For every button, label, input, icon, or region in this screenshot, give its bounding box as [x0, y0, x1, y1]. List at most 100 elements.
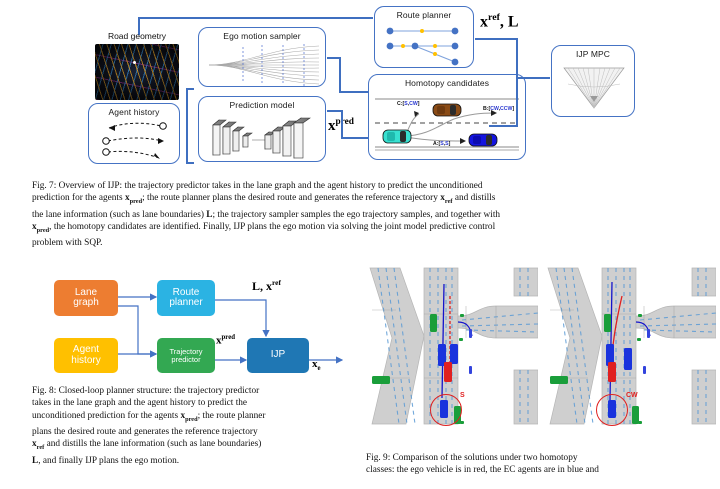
connector-left-bracket-bottom [186, 162, 194, 164]
fig8-caption-line-4: plans the desired route and generates th… [32, 427, 258, 438]
connector-rightbracket-from-planner [475, 38, 517, 40]
fig8-box-route-planner: Route planner [157, 280, 215, 316]
figure-7-caption: Fig. 7: Overview of IJP: the trajectory … [32, 180, 689, 250]
fig8-l-xref-base: L, x [252, 279, 273, 293]
homotopy-label-b-v2: CCW [500, 106, 513, 112]
figure-8-diagram: Lane graph Route planner Agent history T… [30, 268, 360, 373]
route-planner-label: Route planner [396, 10, 452, 20]
fig8-caption-line-3: unconditioned prediction for the agents … [32, 410, 359, 426]
l-label: , L [499, 13, 519, 31]
homotopy-label-a-v2: S [445, 141, 449, 147]
homotopy-label-a-sep: , [443, 141, 446, 147]
fig9-caption-line-2: classes: the ego vehicle is in red, the … [366, 465, 599, 476]
fig9-left-highlight-circle [430, 394, 462, 426]
figure-7-diagram: Road geometry Agent history Ego motion s… [0, 0, 720, 175]
fig9-left-scene: S [366, 266, 539, 426]
fig8-box-lane-graph: Lane graph [54, 280, 118, 316]
connector-pred-to-homotopy-v [341, 110, 343, 138]
homotopy-label-b-sep: , [498, 106, 501, 112]
fig8-caption-line-6: L, and finally IJP plans the ego motion. [32, 455, 359, 467]
x-pred-base: x [328, 118, 336, 134]
fig8-route-planner-line1: Route [172, 286, 200, 298]
ego-motion-sampler-label: Ego motion sampler [223, 31, 301, 41]
figure-8-arrows [118, 293, 344, 364]
fig8-route-planner-line2: planner [169, 297, 203, 308]
fig7-cap-l3c: ; the trajectory sampler samples the ego… [212, 209, 501, 220]
route-planner-graph-icon [386, 27, 459, 66]
fig7-caption-line-5: problem with SQP. [32, 238, 103, 249]
connector-homotopy-in [341, 137, 368, 139]
homotopy-label-c-v1: S [404, 101, 408, 107]
fig8-caption-line-1: Fig. 8: Closed-loop planner structure: t… [32, 386, 260, 396]
ego-motion-sampler-fan-icon [208, 44, 320, 86]
fig8-traj-pred-line1: Trajectory [169, 346, 203, 356]
fig8-cap-l3a: unconditioned prediction for the agents [32, 410, 181, 421]
fig7-caption-line-2: prediction for the agents xpred; the rou… [32, 192, 689, 208]
fig8-x-e-base: x [312, 358, 318, 370]
connector-rightbracket-from-homotopy [489, 125, 518, 127]
fig7-cap-l2a: prediction for the agents [32, 193, 125, 204]
fig8-l-xref-sup: ref [272, 278, 281, 287]
homotopy-label-a: A:[S,S] [433, 141, 450, 147]
fig8-cap-l6a: L [32, 455, 39, 466]
fig8-box-trajectory-predictor: Trajectory predictor [157, 338, 215, 373]
connector-top-left-vertical [138, 17, 140, 35]
x-ref-base: x [480, 13, 488, 31]
homotopy-label-b-prefix: B:[ [483, 106, 491, 112]
figure-8-caption: Fig. 8: Closed-loop planner structure: t… [32, 385, 359, 467]
fig7-cap-l2b: x [124, 193, 130, 204]
fig7-cap-l3b: L [206, 209, 213, 220]
homotopy-label-a-prefix: A:[ [433, 141, 441, 147]
connector-left-bracket-top [186, 88, 194, 90]
fig8-x-e-sub: e [317, 365, 321, 373]
fig8-cap-l5b: ref [36, 444, 45, 452]
fig8-ijp-label: IJP [270, 349, 286, 361]
fig7-cap-l4a: x [32, 222, 37, 233]
connector-pred-to-homotopy-h [327, 110, 343, 112]
fig9-left-scene-map [369, 267, 539, 425]
x-ref-l-label: xref, L [480, 12, 519, 31]
homotopy-label-b-suffix: ] [512, 106, 515, 112]
prediction-model-box: Prediction model [198, 96, 326, 162]
fig8-caption-line-2: takes in the lane graph and the agent hi… [32, 398, 248, 409]
ijp-mpc-box: IJP MPC [551, 45, 635, 117]
homotopy-label-c-suffix: ] [417, 101, 420, 107]
homotopy-label-b: B:[CW,CCW] [483, 106, 514, 112]
fig8-cap-l5c: and distills the lane information (such … [44, 439, 262, 450]
fig9-right-scene: CW [544, 266, 717, 426]
road-geometry-title: Road geometry [107, 31, 167, 41]
connector-left-bracket-vertical [186, 88, 188, 164]
homotopy-label-c-sep: , [407, 101, 410, 107]
prediction-model-label: Prediction model [229, 100, 295, 110]
fig8-lane-graph-line2: graph [73, 297, 99, 308]
fig8-cap-l3c: pred [185, 415, 198, 423]
fig9-right-homotopy-label: CW [626, 392, 638, 399]
fig8-x-pred-label: xpred [216, 334, 235, 347]
fig7-cap-l2d: ; the route planner plans the desired ro… [142, 193, 441, 204]
connector-rightbracket-to-mpc [516, 77, 550, 79]
fig8-x-e-label: xe [312, 358, 321, 372]
fig7-cap-l2c: pred [129, 198, 143, 206]
fig7-caption-line-4: xpred, the homotopy candidates are ident… [32, 221, 689, 237]
homotopy-label-c: C:[S,CW] [397, 101, 420, 107]
fig8-box-ijp: IJP [247, 338, 309, 373]
fig9-left-homotopy-label: S [460, 392, 465, 399]
fig8-cap-l3d: ; the route planner [197, 410, 266, 421]
fig9-right-scene-map [547, 267, 717, 425]
figure-9-scenes: S [366, 266, 718, 426]
fig7-cap-l2f: ref [444, 198, 453, 206]
fig7-cap-l4b: pred [36, 226, 50, 234]
ijp-mpc-cone-icon [563, 67, 625, 109]
fig8-cap-l6b: , and finally IJP plans the ego motion. [38, 455, 180, 466]
route-planner-box: Route planner [374, 6, 474, 68]
prediction-model-network-icon [212, 117, 311, 159]
fig7-cap-l4c: , the homotopy candidates are identified… [49, 222, 496, 233]
fig8-x-pred-sup: pred [221, 334, 236, 341]
fig7-cap-l2e: x [440, 193, 445, 204]
agent-history-box: Agent history [88, 103, 180, 164]
homotopy-label-a-v1: S [440, 141, 444, 147]
fig8-agent-history-line2: history [71, 354, 101, 366]
fig7-cap-l3a: the lane information (such as lane bound… [32, 209, 207, 220]
road-geometry-image [95, 44, 179, 100]
x-pred-label: xpred [328, 117, 354, 135]
